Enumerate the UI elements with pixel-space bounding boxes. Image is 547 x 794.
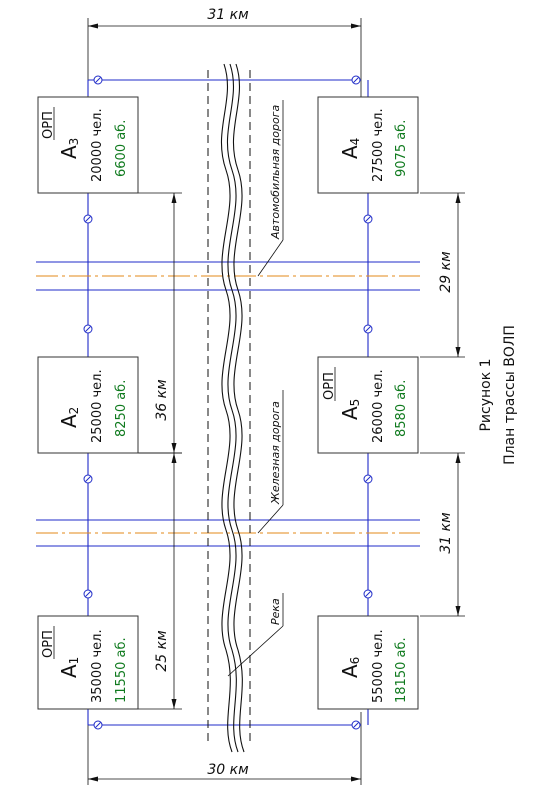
svg-text:А4: А4 <box>338 138 362 159</box>
station-orp-label: ОРП <box>41 111 56 139</box>
svg-text:А6: А6 <box>338 657 362 678</box>
station-population: 55000 чел. <box>371 629 386 703</box>
station-a5: ОРП А5 26000 чел. 8580 аб. <box>317 356 419 454</box>
station-subscribers: 11550 аб. <box>114 637 129 703</box>
station-name: А <box>57 664 81 678</box>
right-lower-distance: 31 км <box>438 512 454 554</box>
top-distance-label: 31 км <box>207 7 249 23</box>
splice-marker <box>93 75 103 85</box>
splice-marker <box>93 720 103 730</box>
station-index: 1 <box>67 657 81 665</box>
station-a2: А2 25000 чел. 8250 аб. <box>37 356 139 454</box>
river-callout: Река <box>227 593 284 677</box>
station-name: А <box>57 145 81 159</box>
splice-marker <box>363 214 373 224</box>
splice-marker <box>363 324 373 334</box>
bottom-dimension: 30 км <box>87 712 362 785</box>
splice-marker <box>351 720 361 730</box>
left-upper-dimension: 36 км <box>138 192 182 454</box>
station-a4: А4 27500 чел. 9075 аб. <box>317 96 419 194</box>
station-a1: ОРП А1 35000 чел. 11550 аб. <box>37 615 139 710</box>
road-axis-lines <box>36 275 420 534</box>
station-a3: ОРП А3 20000 чел. 6600 аб. <box>37 96 139 194</box>
figure-caption: Рисунок 1 План трассы ВОЛП <box>478 325 518 465</box>
splice-marker <box>83 589 93 599</box>
splice-marker <box>351 75 361 85</box>
splice-marker <box>83 474 93 484</box>
figure-number: Рисунок 1 <box>478 358 494 431</box>
highway-callout: Автомобильная дорога <box>257 100 284 277</box>
station-name: А <box>57 414 81 428</box>
station-population: 35000 чел. <box>90 629 105 703</box>
left-lower-distance: 25 км <box>154 630 170 672</box>
svg-text:А5: А5 <box>338 399 362 420</box>
highway-label: Автомобильная дорога <box>269 105 282 240</box>
station-index: 6 <box>348 657 362 665</box>
right-lower-dimension: 31 км <box>420 452 465 617</box>
splice-marker <box>363 474 373 484</box>
river-label: Река <box>269 598 282 625</box>
station-name: А <box>338 145 362 159</box>
splice-markers <box>83 75 373 730</box>
splice-marker <box>363 589 373 599</box>
railway-callout: Железная дорога <box>257 390 284 534</box>
station-subscribers: 9075 аб. <box>394 120 409 177</box>
station-subscribers: 8250 аб. <box>114 380 129 437</box>
bottom-distance-label: 30 км <box>207 762 249 778</box>
right-upper-dimension: 29 км <box>420 192 465 358</box>
splice-marker <box>83 214 93 224</box>
left-lower-dimension: 25 км <box>138 452 182 710</box>
station-orp-label: ОРП <box>322 372 337 400</box>
station-subscribers: 18150 аб. <box>394 637 409 703</box>
station-name: А <box>338 406 362 420</box>
station-subscribers: 6600 аб. <box>114 120 129 177</box>
river <box>207 63 251 753</box>
station-subscribers: 8580 аб. <box>394 380 409 437</box>
splice-marker <box>83 324 93 334</box>
station-orp-label: ОРП <box>41 630 56 658</box>
station-population: 20000 чел. <box>90 108 105 182</box>
top-dimension: 31 км <box>87 7 362 108</box>
left-upper-distance: 36 км <box>154 379 170 421</box>
svg-text:А1: А1 <box>57 657 81 678</box>
station-name: А <box>338 664 362 678</box>
station-index: 3 <box>67 138 81 146</box>
station-population: 25000 чел. <box>90 369 105 443</box>
station-population: 27500 чел. <box>371 108 386 182</box>
right-upper-distance: 29 км <box>438 251 454 293</box>
station-population: 26000 чел. <box>371 369 386 443</box>
station-index: 2 <box>67 407 81 415</box>
railway-label: Железная дорога <box>269 401 282 505</box>
svg-text:А2: А2 <box>57 407 81 428</box>
station-index: 5 <box>348 399 362 407</box>
station-index: 4 <box>348 138 362 146</box>
figure-title: План трассы ВОЛП <box>502 325 518 465</box>
station-a6: А6 55000 чел. 18150 аб. <box>317 615 419 710</box>
svg-text:А3: А3 <box>57 138 81 159</box>
